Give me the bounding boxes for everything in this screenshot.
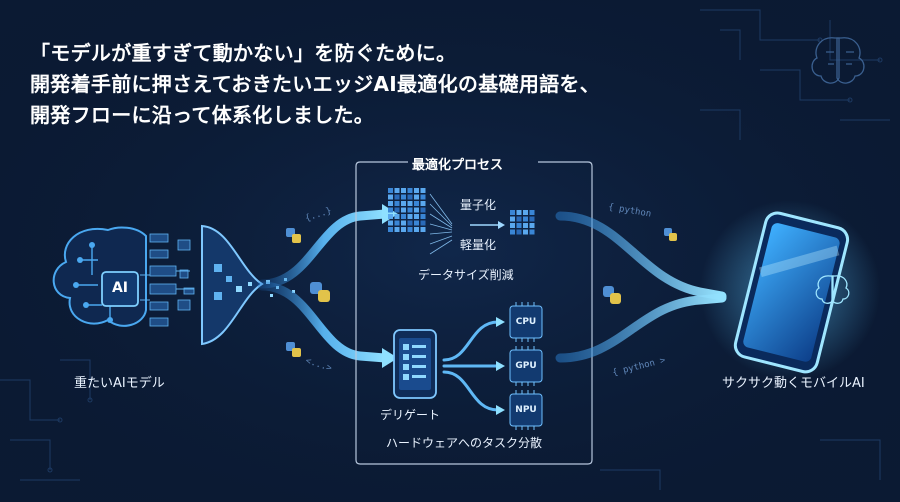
process-title: 最適化プロセス [412, 158, 504, 173]
arrow-icon [496, 361, 505, 371]
delegate-label: デリゲート [380, 408, 441, 422]
cpu-chip-label: CPU [515, 317, 537, 327]
stream-out-upper [555, 211, 727, 301]
lightweight-label: 軽量化 [460, 238, 497, 252]
stream-out-lower [555, 293, 727, 363]
brain-icon [811, 37, 865, 84]
process-panel [355, 161, 593, 465]
python-icon [286, 228, 301, 243]
circuit-decoration [0, 9, 890, 490]
stream-lower [257, 281, 390, 363]
delegate-branches [442, 320, 500, 412]
brain-icon [815, 275, 850, 304]
arrow-icon [498, 221, 505, 229]
ai-badge: AI [111, 280, 129, 296]
target-model-label: サクサク動くモバイルAI [722, 376, 865, 391]
headline-line-1: 「モデルが重すぎて動かない」を防ぐために。 [30, 41, 457, 65]
gpu-chip-label: GPU [515, 361, 537, 371]
arrow-icon [496, 405, 505, 415]
phone-icon [733, 211, 850, 374]
grid-matrix-icon [510, 210, 535, 235]
chip-pins [515, 302, 535, 430]
source-model-label: 重たいAIモデル [74, 376, 165, 391]
python-icon [664, 228, 677, 241]
model-layers [149, 233, 195, 327]
grid-matrix-icon [388, 188, 426, 232]
quantization-label: 量子化 [460, 198, 497, 212]
headline-line-3: 開発フローに沿って体系化しました。 [30, 103, 375, 127]
arrow-icon [382, 348, 398, 368]
headline: 「モデルが重すぎて動かない」を防ぐために。 開発着手前に押さえておきたいエッジA… [30, 38, 600, 131]
npu-chip-label: NPU [515, 405, 537, 415]
phone-icon [393, 329, 437, 399]
data-size-reduction-label: データサイズ削減 [418, 268, 514, 282]
python-icon [286, 342, 301, 357]
python-icon [310, 282, 330, 302]
headline-line-2: 開発着手前に押さえておきたいエッジAI最適化の基礎用語を、 [30, 72, 601, 96]
python-icon [603, 286, 621, 304]
brain-icon [52, 226, 147, 327]
hardware-distribution-label: ハードウェアへのタスク分散 [386, 436, 543, 450]
quantization-lines [429, 193, 453, 255]
chip-icon [509, 305, 543, 427]
arrow-icon [496, 317, 505, 327]
stream-upper [257, 209, 390, 289]
